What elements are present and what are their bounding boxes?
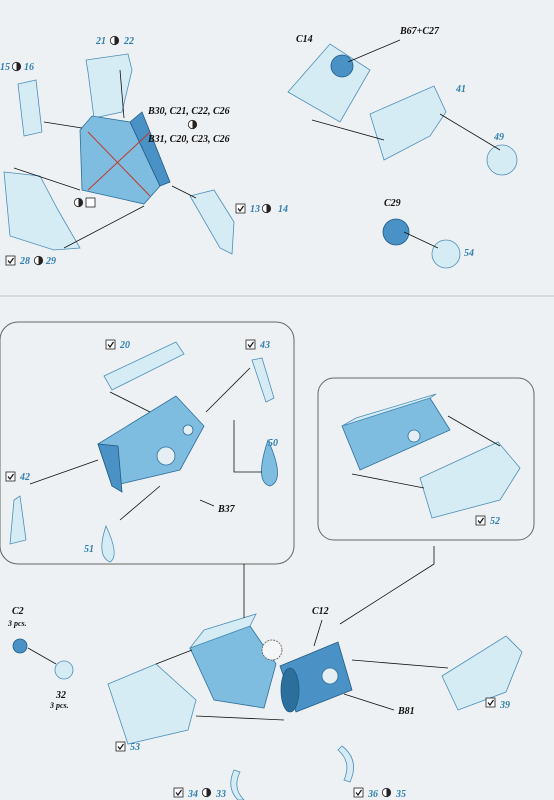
step-side-box: 52 bbox=[341, 393, 521, 527]
part-53-panel bbox=[107, 663, 197, 745]
check-box-icon bbox=[475, 515, 486, 526]
paint-icon bbox=[33, 255, 44, 266]
label-34: 34 bbox=[187, 789, 198, 800]
knife-icon bbox=[85, 197, 96, 208]
check-box-icon bbox=[105, 339, 116, 350]
label-52: 52 bbox=[490, 516, 500, 527]
label-51: 51 bbox=[84, 544, 94, 555]
label-b30: B30, C21, C22, C26 bbox=[147, 106, 230, 117]
part-22-bracket bbox=[85, 53, 133, 119]
label-13: 13 bbox=[250, 204, 260, 215]
part-54-disc bbox=[431, 239, 461, 269]
label-39: 39 bbox=[499, 700, 510, 711]
label-53: 53 bbox=[130, 742, 140, 753]
step-radio-box: 20 43 42 50 B37 51 bbox=[5, 339, 278, 563]
label-20: 20 bbox=[119, 340, 130, 351]
step-seat-assembly: 15 16 21 22 B30, C21, C22, C26 B31, C20,… bbox=[0, 35, 288, 267]
paint-icon bbox=[73, 197, 84, 208]
label-33: 33 bbox=[215, 789, 226, 800]
part-52-plate bbox=[419, 441, 521, 519]
part-32-disc bbox=[54, 660, 74, 680]
paint-icon bbox=[381, 787, 392, 798]
check-box-icon bbox=[173, 787, 184, 798]
label-32: 32 bbox=[55, 690, 66, 701]
label-b37: B37 bbox=[217, 504, 236, 515]
radio-front bbox=[97, 443, 123, 493]
label-22: 22 bbox=[123, 36, 134, 47]
label-15: 15 bbox=[0, 62, 10, 73]
label-b31: B31, C20, C23, C26 bbox=[147, 134, 230, 145]
label-35: 35 bbox=[395, 789, 406, 800]
check-box-icon bbox=[235, 203, 246, 214]
paint-icon bbox=[261, 203, 272, 214]
label-c12: C12 bbox=[312, 606, 329, 617]
label-49: 49 bbox=[493, 132, 504, 143]
label-50: 50 bbox=[268, 438, 278, 449]
label-c14: C14 bbox=[296, 34, 313, 45]
check-box-icon bbox=[5, 255, 16, 266]
step-final-assembly: C2 3 pcs. 32 3 pcs. 53 C12 B81 39 34 33 … bbox=[7, 546, 523, 800]
label-29: 29 bbox=[45, 256, 56, 267]
part-39-panel bbox=[441, 635, 523, 711]
paint-icon bbox=[109, 35, 120, 46]
check-box-icon bbox=[353, 787, 364, 798]
part-c14-panel bbox=[287, 43, 371, 123]
label-16: 16 bbox=[24, 62, 34, 73]
part-33-arc bbox=[230, 769, 245, 800]
label-32-pcs: 3 pcs. bbox=[49, 701, 69, 710]
label-21: 21 bbox=[95, 36, 106, 47]
check-box-icon bbox=[115, 741, 126, 752]
part-35-arc bbox=[337, 745, 354, 783]
label-c29: C29 bbox=[384, 198, 401, 209]
part-20-strip bbox=[103, 341, 185, 391]
part-51-drop bbox=[101, 524, 115, 563]
subassembly-box-left bbox=[0, 321, 295, 565]
part-41-panel bbox=[369, 85, 447, 161]
paint-icon bbox=[201, 787, 212, 798]
seat-side bbox=[129, 111, 171, 187]
part-c29-disc bbox=[382, 218, 410, 246]
part-50-drop bbox=[261, 438, 278, 487]
label-c2-pcs: 3 pcs. bbox=[7, 619, 27, 628]
label-43: 43 bbox=[259, 340, 270, 351]
label-28: 28 bbox=[19, 256, 30, 267]
label-b67: B67+C27 bbox=[399, 26, 440, 37]
part-16-plate bbox=[17, 79, 43, 137]
check-box-icon bbox=[485, 697, 496, 708]
check-box-icon bbox=[245, 339, 256, 350]
gauge-b67 bbox=[330, 54, 354, 78]
label-c2: C2 bbox=[12, 606, 24, 617]
label-54: 54 bbox=[464, 248, 474, 259]
label-41: 41 bbox=[455, 84, 466, 95]
paint-icon bbox=[11, 61, 22, 72]
side-box-top bbox=[341, 393, 437, 427]
part-14-panel bbox=[189, 189, 235, 255]
part-28-panel bbox=[3, 171, 81, 251]
subassembly-box-right bbox=[317, 377, 535, 541]
part-49-disc bbox=[486, 144, 518, 176]
final-body-top bbox=[188, 613, 257, 649]
label-36: 36 bbox=[367, 789, 378, 800]
paint-icon bbox=[187, 119, 198, 130]
step-gauge-panel: C14 B67+C27 41 49 C29 54 bbox=[287, 26, 518, 269]
part-43-bracket bbox=[251, 357, 275, 403]
check-box-icon bbox=[5, 471, 16, 482]
part-42-bracket bbox=[9, 495, 27, 545]
part-c2-knob bbox=[12, 638, 28, 654]
label-42: 42 bbox=[19, 472, 30, 483]
label-b81: B81 bbox=[397, 706, 415, 717]
label-14: 14 bbox=[278, 204, 288, 215]
